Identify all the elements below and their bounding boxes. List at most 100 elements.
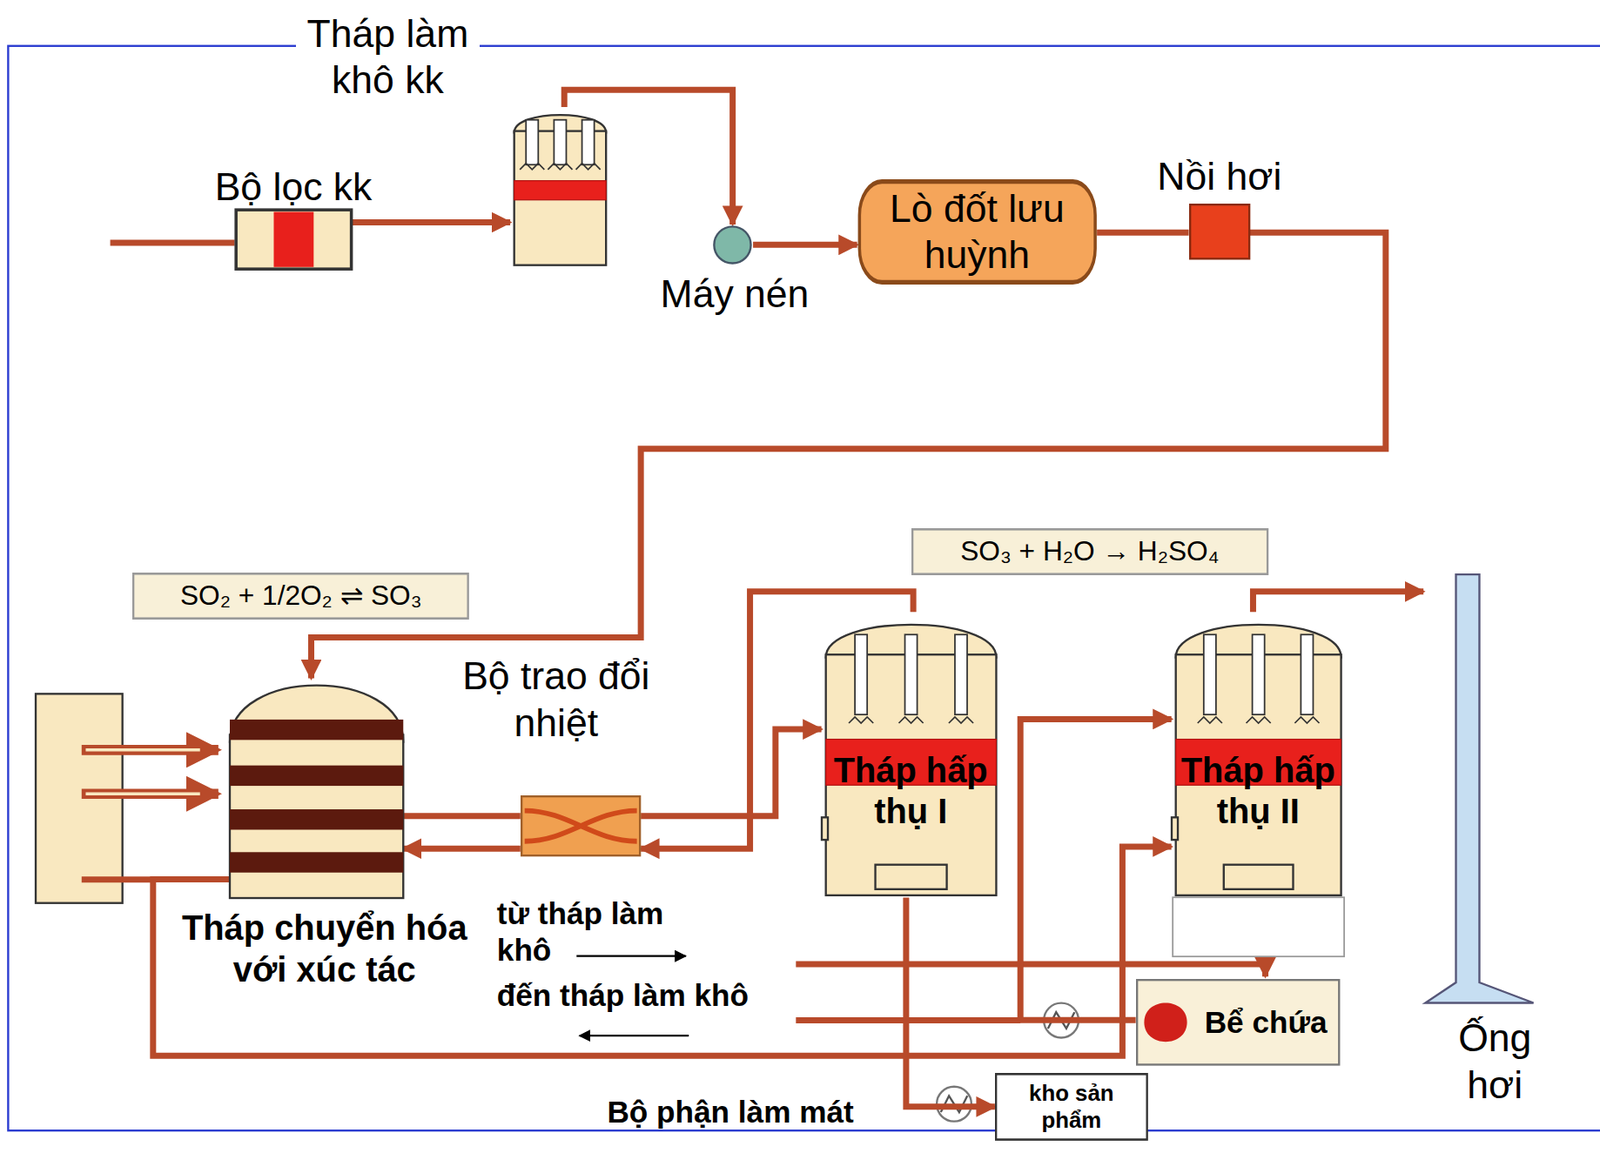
compressor-body	[714, 226, 752, 263]
drying-tower: Tháp làm khô kk	[510, 107, 611, 268]
node-label: Tháp chuyển hóa với xúc tác	[181, 907, 468, 992]
node-label: Tháp hấp thụ II	[1178, 750, 1338, 834]
catalyst-bed	[229, 719, 404, 740]
pipe-arrow	[81, 788, 219, 800]
spray-nozzle	[547, 163, 572, 170]
converter-body	[229, 734, 404, 899]
exchanger-flow	[524, 811, 638, 842]
pipe-arrow	[81, 745, 219, 756]
spray-tube	[553, 120, 566, 166]
spray-tube	[525, 120, 538, 166]
tower-outlet	[874, 865, 947, 890]
converter-tower: Tháp chuyển hóa với xúc tác	[229, 678, 404, 899]
stack: Ống hơi	[1423, 573, 1536, 1006]
tower-group	[821, 625, 996, 896]
node-label: Tháp hấp thụ I	[828, 750, 994, 834]
stack-body	[1425, 574, 1534, 1003]
pipe-connector	[311, 232, 1386, 679]
equation-box: SO₂ + 1/2O₂ ⇌ SO₃	[132, 572, 470, 620]
converter-tower-shape	[229, 678, 404, 899]
pipe-connector	[1252, 591, 1424, 612]
side-nozzle	[1171, 818, 1178, 841]
node-label: Nồi hơi	[1132, 153, 1306, 200]
spray-nozzle	[1245, 717, 1271, 724]
spray-nozzle	[948, 717, 974, 724]
compressor-shape	[712, 224, 753, 266]
pipe	[81, 876, 154, 883]
node-label: Máy nén	[642, 270, 827, 317]
note-label: đến tháp làm khô	[497, 977, 824, 1015]
absorber-tower: Tháp hấp thụ II	[1171, 611, 1345, 960]
pipe-connector	[640, 729, 821, 817]
spray-nozzle	[1294, 717, 1319, 724]
absorber-tower: Tháp hấp thụ I	[821, 611, 1001, 898]
catalyst-bed	[229, 765, 404, 786]
spray-tube	[954, 635, 968, 716]
air-inlet-pipe	[110, 240, 236, 247]
equation-frame	[912, 529, 1268, 574]
exchanger-flow	[524, 811, 638, 842]
pipe-connector	[403, 846, 521, 853]
node-label: Bộ trao đổi nhiệt	[458, 652, 653, 747]
boiler: Nồi hơi	[1189, 203, 1251, 260]
direction-arrow	[579, 1035, 689, 1037]
sulfur-furnace: Lò đốt lưu huỳnh	[857, 178, 1097, 286]
node-label: Bể chứa	[1198, 1004, 1333, 1042]
tank-body	[1136, 980, 1339, 1065]
compressor: Máy nén	[712, 224, 753, 266]
pipe-arrow-inner	[85, 748, 200, 753]
drying-tower-shape	[510, 107, 611, 268]
exchanger-body	[521, 796, 640, 856]
heat-exchanger-shape	[520, 795, 641, 857]
spray-nozzle	[848, 717, 874, 724]
air-filter: Bộ lọc kk	[235, 208, 353, 270]
equation-box: SO₃ + H₂O → H₂SO₄	[911, 528, 1269, 576]
node-label: kho sản phẩm	[1001, 1080, 1142, 1135]
pipe-connector	[906, 898, 995, 1108]
tower-base	[1172, 898, 1345, 958]
converter-dome	[229, 685, 404, 742]
product-store: kho sản phẩm	[994, 1073, 1149, 1142]
store-frame	[995, 1074, 1147, 1140]
spray-tube	[1203, 635, 1216, 716]
node-label: SO₃ + H₂O → H₂SO₄	[918, 535, 1262, 569]
stack-shape	[1423, 573, 1536, 1006]
equation-frame	[134, 573, 469, 619]
packing-band	[514, 181, 606, 201]
furnace-body	[859, 181, 1096, 283]
pipe-connector	[1020, 719, 1171, 1021]
node-label: Ống hơi	[1438, 1015, 1552, 1109]
node-label: SO₂ + 1/2O₂ ⇌ SO₃	[139, 579, 463, 613]
spray-nozzle	[576, 163, 601, 170]
tower-group	[1171, 625, 1342, 896]
spray-tube	[582, 120, 595, 166]
note-label: từ tháp làm khô	[497, 895, 692, 969]
pipe-arrow-inner	[85, 792, 200, 796]
pipe-connector	[351, 219, 511, 226]
pipe-connector	[752, 242, 858, 249]
catalyst-bed	[229, 809, 404, 830]
tank-liquid	[1143, 1003, 1187, 1043]
side-nozzle	[821, 818, 828, 841]
page-frame	[7, 46, 1600, 1131]
spray-tube	[854, 635, 868, 716]
spray-tube	[1300, 635, 1313, 716]
pipe	[795, 964, 1265, 977]
spray-tube	[904, 635, 917, 716]
spray-nozzle	[898, 717, 923, 724]
boiler-body	[1189, 205, 1250, 260]
node-label: Bộ lọc kk	[194, 163, 394, 210]
storage-tank: Bể chứa	[1136, 979, 1340, 1067]
heat-exchanger: Bộ trao đổi nhiệt	[520, 795, 641, 857]
catalyst-bed	[229, 852, 404, 873]
direction-arrow	[576, 955, 686, 958]
spray-tube	[1251, 635, 1264, 716]
boiler-shape	[1189, 203, 1251, 260]
node-label: Tháp làm khô kk	[295, 10, 480, 104]
pipe-connector	[1096, 229, 1190, 236]
air-filter-shape	[235, 208, 353, 270]
note-label: Bộ phận làm mát	[606, 1094, 944, 1131]
spray-nozzle	[519, 163, 545, 170]
filter-element	[273, 212, 314, 268]
node-label: Lò đốt lưu huỳnh	[864, 185, 1090, 279]
